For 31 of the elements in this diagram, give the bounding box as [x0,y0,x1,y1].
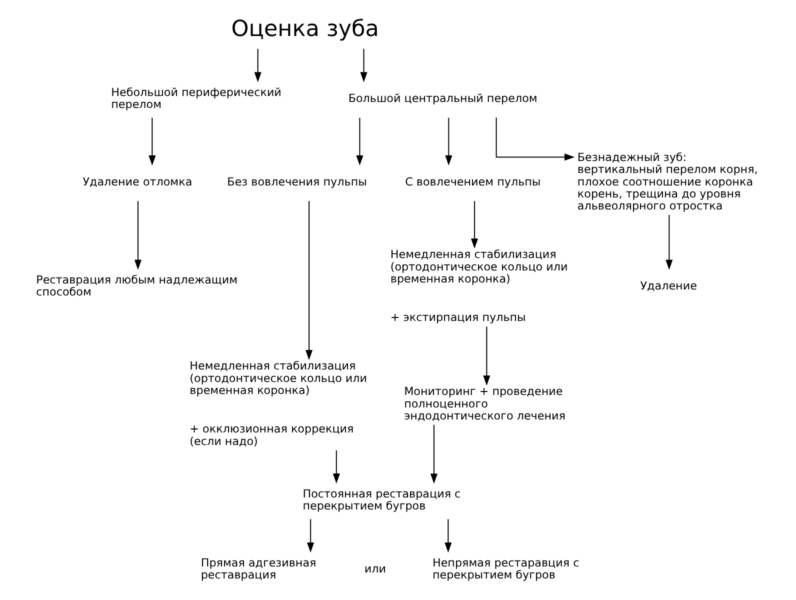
node-text: Удаление [640,280,696,293]
node-text: Немедленная стабилизация (ортодонтическое кольцо или временная коронка) + окклюзионная коррекция (если надо) [189,360,367,448]
arrow [332,450,340,484]
node-text: Мониторинг + проведение полноценного эндодонтического лечения [404,385,565,422]
arrow [254,48,261,82]
arrow [470,201,478,249]
node-text: Реставрация любым надлежащим способом [36,274,238,299]
arrow [148,118,156,166]
node-text: Без вовлечения пульпы [226,175,366,188]
node-text: Прямая адгезивная реставрация [200,556,316,582]
arrow [444,519,452,553]
arrow [495,118,574,161]
node-text: Немедленная стабилизация (ортодонтическое кольцо или временная коронка) + экстирпация пульпы [390,248,568,324]
node-text: С вовлечением пульпы [404,175,540,188]
arrow [306,519,314,553]
arrow [444,118,452,166]
label: или [364,562,386,576]
node-text: Оценка зуба [230,16,378,42]
node-text: Безнадежный зуб: вертикальный перелом корня, плохое соотношение коронка корень, трещина до уровня альвеолярного отростка [576,150,758,213]
node-text: Удаление отломка [82,175,192,188]
arrow [360,48,367,82]
arrow [134,201,142,270]
arrow [304,200,312,360]
arrow [482,326,490,386]
arrow [665,214,672,270]
node-text: Постоянная реставрация с перекрытием бугров [302,487,460,513]
arrow [430,424,438,484]
node-text: Непрямая рестаравция с перекрытием бугров [432,556,579,582]
node-text: Небольшой периферический перелом [110,86,281,112]
node-text: Большой центральный перелом [348,92,537,106]
arrow [356,118,363,166]
